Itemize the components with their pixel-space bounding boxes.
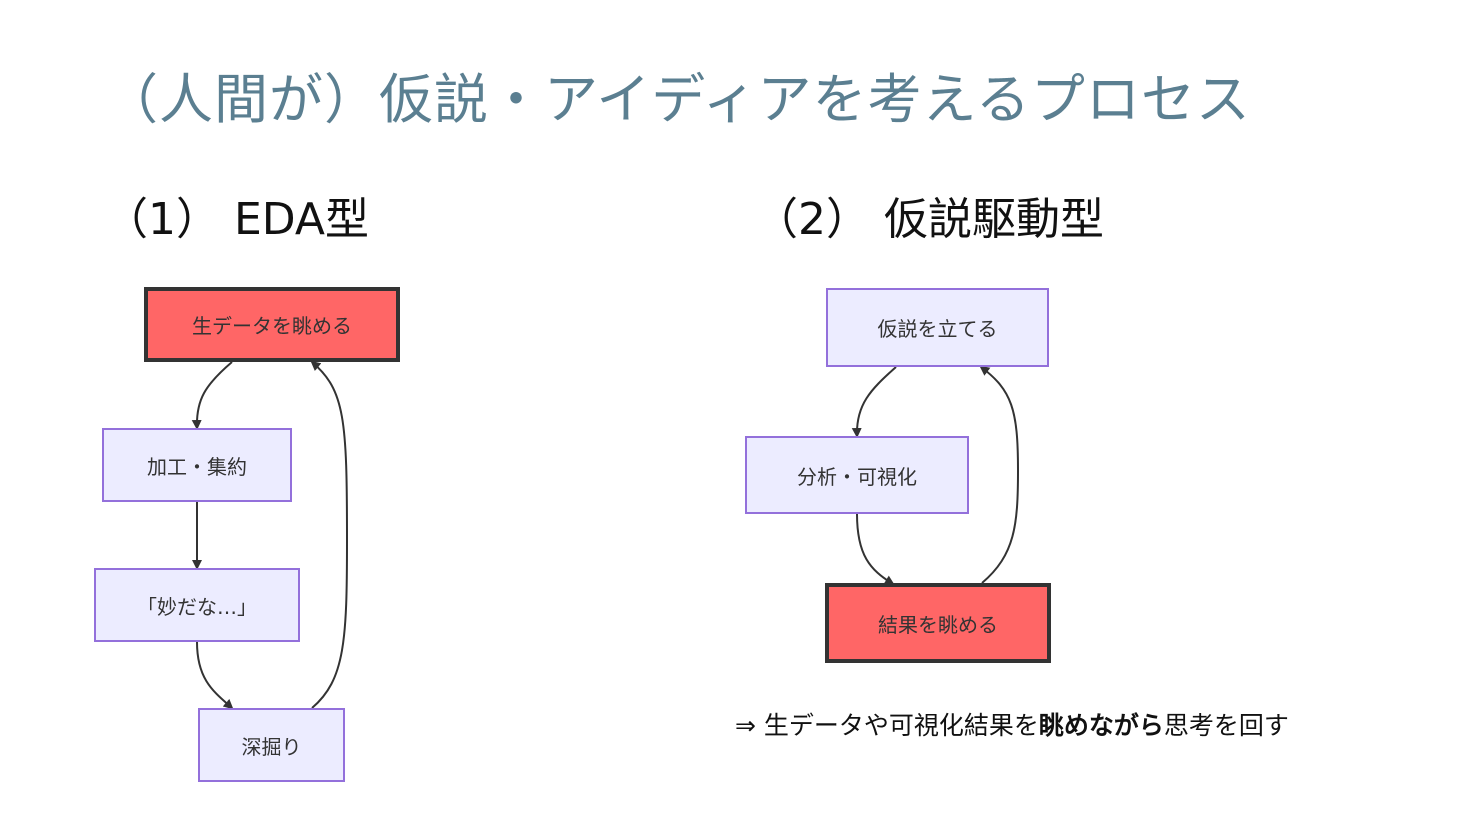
edge-strange-to-dig [196, 641, 234, 710]
edge-hypothesize-to-analyze [851, 366, 897, 438]
summary-suffix: 思考を回す [1163, 711, 1289, 740]
edge-raw-to-process [191, 361, 233, 430]
summary-prefix: ⇒ 生データや可視化結果を [735, 711, 1039, 740]
summary-text: ⇒ 生データや可視化結果を眺めながら思考を回す [735, 706, 1289, 742]
slide-title: （人間が）仮説・アイディアを考えるプロセス [104, 68, 1251, 131]
node-analyze-visualize: 分析・可視化 [745, 436, 969, 514]
hypothesis-section-title: （2） 仮説駆動型 [754, 194, 1104, 245]
node-process-aggregate: 加工・集約 [102, 428, 292, 502]
node-strange: 「妙だな…」 [94, 568, 300, 642]
node-hypothesize: 仮説を立てる [826, 288, 1049, 367]
node-raw-data: 生データを眺める [144, 287, 400, 362]
node-dig-deeper: 深掘り [198, 708, 345, 782]
edge-results-to-hypothesize [979, 365, 1020, 584]
edge-dig-to-raw [310, 360, 349, 709]
node-view-results: 結果を眺める [825, 583, 1051, 663]
eda-section-title: （1） EDA型 [104, 194, 369, 245]
summary-emphasis: 眺めながら [1038, 711, 1164, 740]
edge-analyze-to-results [856, 513, 895, 586]
